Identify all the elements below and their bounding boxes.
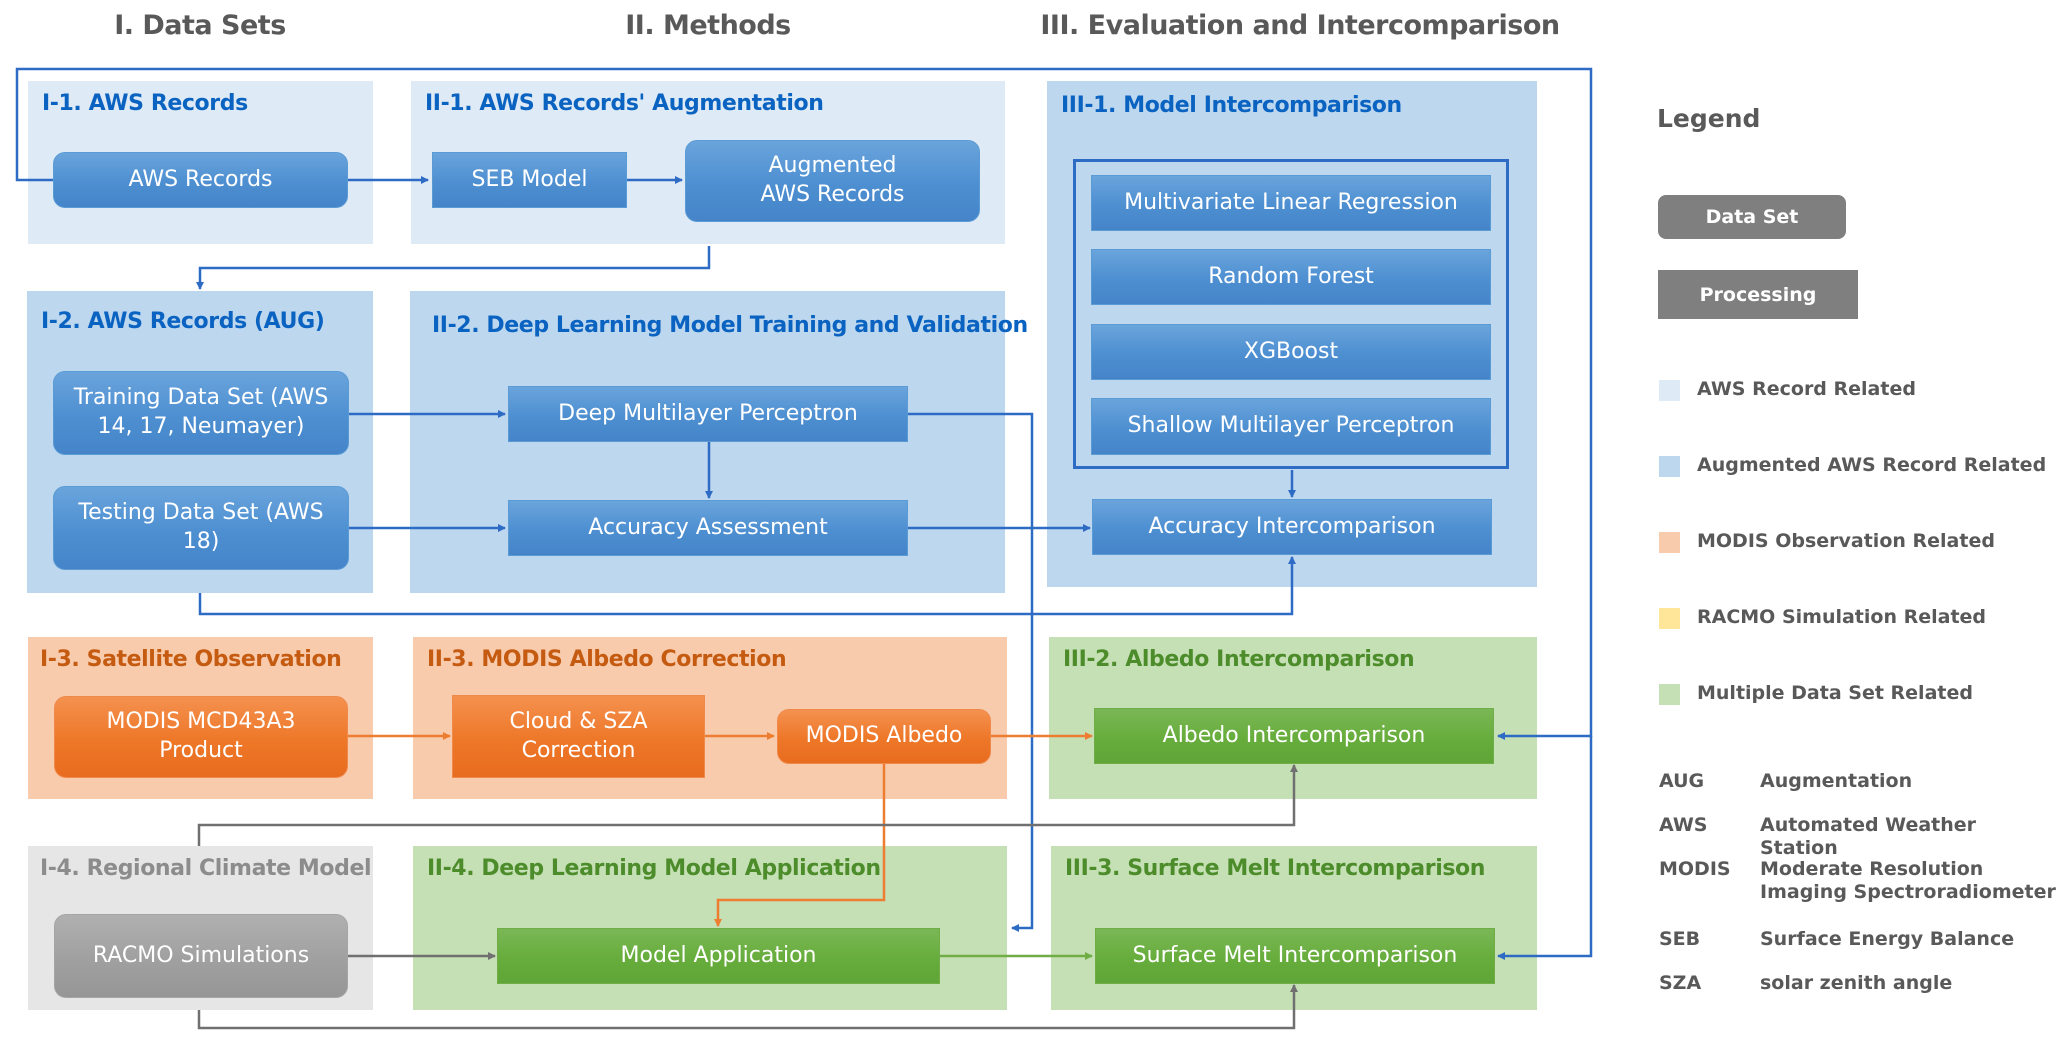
box-multivariate-linear-regression[interactable]: Multivariate Linear Regression	[1091, 175, 1491, 231]
legend-abbreviation-definition: Augmentation	[1760, 770, 1913, 792]
legend-abbreviation: AWS	[1659, 814, 1708, 836]
legend-abbreviation-definition: Moderate Resolution Imaging Spectroradio…	[1760, 858, 2056, 903]
connector-loop-to-surface-melt	[1497, 736, 1593, 960]
panel-title: I-2. AWS Records (AUG)	[41, 309, 325, 334]
legend-title: Legend	[1657, 104, 1761, 133]
connector-racmo-to-albedo-intercomparison	[197, 764, 1298, 846]
panel-title: II-3. MODIS Albedo Correction	[427, 647, 787, 672]
panel-title: I-3. Satellite Observation	[40, 647, 342, 672]
model-group-frame	[1073, 159, 1509, 469]
box-random-forest[interactable]: Random Forest	[1091, 249, 1491, 305]
column-title-evaluation: III. Evaluation and Intercomparison	[1040, 10, 1560, 41]
panel-title: I-4. Regional Climate Model	[40, 856, 372, 881]
connector-augmented-to-aug-records	[196, 246, 711, 290]
panel-title: III-3. Surface Melt Intercomparison	[1065, 856, 1486, 881]
box-accuracy-assessment[interactable]: Accuracy Assessment	[508, 500, 908, 556]
legend-processing-shape: Processing	[1658, 270, 1858, 319]
connector-dmlp-to-application	[908, 412, 1034, 932]
legend-abbreviation: SZA	[1659, 972, 1702, 994]
connector-aws-to-evaluation	[15, 67, 1593, 740]
box-augmented-aws-records[interactable]: Augmented AWS Records	[685, 140, 980, 222]
box-xgboost[interactable]: XGBoost	[1091, 324, 1491, 380]
box-albedo-intercomparison[interactable]: Albedo Intercomparison	[1094, 708, 1494, 764]
legend-swatch	[1659, 608, 1680, 629]
connector-racmo-to-surface-melt	[197, 984, 1298, 1030]
legend-category-label: MODIS Observation Related	[1697, 530, 1995, 552]
legend-swatch	[1659, 456, 1680, 477]
panel-title: II-2. Deep Learning Model Training and V…	[432, 313, 1028, 338]
column-title-methods: II. Methods	[625, 10, 791, 41]
box-deep-mlp[interactable]: Deep Multilayer Perceptron	[508, 386, 908, 442]
column-title-data-sets: I. Data Sets	[114, 10, 286, 41]
legend-abbreviation-definition: solar zenith angle	[1760, 972, 1953, 994]
legend-abbreviation: MODIS	[1659, 858, 1731, 880]
box-accuracy-intercomparison[interactable]: Accuracy Intercomparison	[1092, 499, 1492, 555]
panel-title: III-2. Albedo Intercomparison	[1063, 647, 1415, 672]
panel-title: II-4. Deep Learning Model Application	[427, 856, 881, 881]
box-surface-melt-intercomparison[interactable]: Surface Melt Intercomparison	[1095, 928, 1495, 984]
box-seb-model[interactable]: SEB Model	[432, 152, 627, 208]
box-racmo-simulations[interactable]: RACMO Simulations	[54, 914, 348, 998]
legend-abbreviation: SEB	[1659, 928, 1701, 950]
panel-title: III-1. Model Intercomparison	[1061, 93, 1402, 118]
box-training-data-set[interactable]: Training Data Set (AWS 14, 17, Neumayer)	[53, 371, 349, 455]
panel-title: II-1. AWS Records' Augmentation	[425, 91, 824, 116]
legend-category-label: AWS Record Related	[1697, 378, 1916, 400]
box-modis-albedo[interactable]: MODIS Albedo	[777, 709, 991, 764]
box-modis-mcd43a3[interactable]: MODIS MCD43A3 Product	[54, 696, 348, 778]
connector-aug-records-to-intercomparison	[198, 556, 1296, 616]
box-model-application[interactable]: Model Application	[497, 928, 940, 984]
legend-data-set-shape: Data Set	[1658, 195, 1846, 239]
legend-abbreviation-definition: Automated Weather Station	[1760, 814, 1977, 859]
legend-swatch	[1659, 532, 1680, 553]
box-cloud-sza-correction[interactable]: Cloud & SZA Correction	[452, 695, 705, 778]
legend-abbreviation: AUG	[1659, 770, 1705, 792]
box-shallow-mlp[interactable]: Shallow Multilayer Perceptron	[1091, 398, 1491, 455]
panel-title: I-1. AWS Records	[42, 91, 248, 116]
connector-albedo-to-application	[714, 763, 886, 927]
legend-category-label: RACMO Simulation Related	[1697, 606, 1987, 628]
legend-category-label: Augmented AWS Record Related	[1697, 454, 2047, 476]
legend-abbreviation-definition: Surface Energy Balance	[1760, 928, 2015, 950]
legend-swatch	[1659, 684, 1680, 705]
legend-swatch	[1659, 380, 1680, 401]
legend-category-label: Multiple Data Set Related	[1697, 682, 1973, 704]
box-testing-data-set[interactable]: Testing Data Set (AWS 18)	[53, 486, 349, 570]
box-aws-records[interactable]: AWS Records	[53, 152, 348, 208]
